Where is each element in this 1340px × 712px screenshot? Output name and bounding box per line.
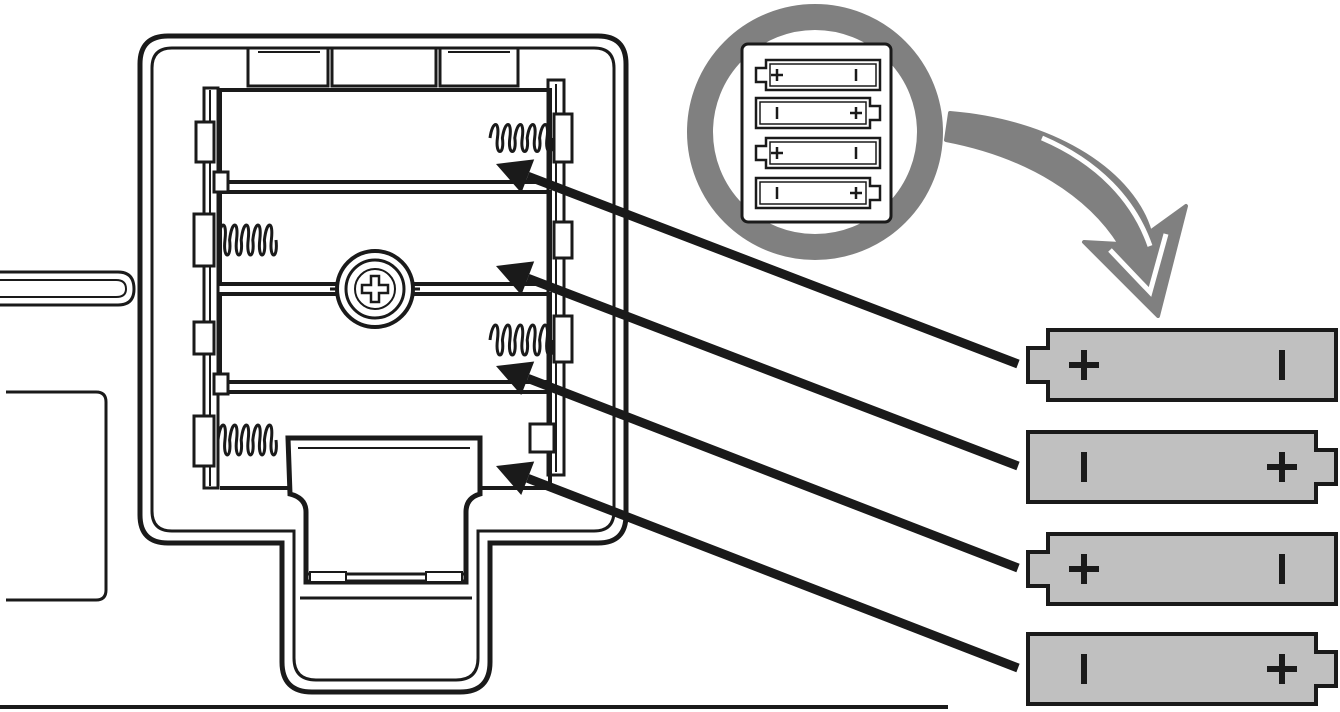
battery-set <box>1026 328 1338 706</box>
spring-icon <box>488 323 554 357</box>
guide-battery-1 <box>754 58 882 92</box>
insertion-arrows <box>496 159 1020 673</box>
battery-1 <box>1026 328 1338 402</box>
arrow-icon <box>496 261 1020 471</box>
battery-1-left-terminal <box>1069 350 1099 380</box>
guide-battery-1-left-terminal <box>771 69 783 81</box>
spring-icon <box>488 123 554 153</box>
arrow-icon <box>496 361 1020 573</box>
guide-battery-3-left-terminal <box>771 147 783 159</box>
battery-4-right-terminal <box>1267 654 1297 684</box>
spring-contacts <box>216 123 554 457</box>
battery-3 <box>1026 532 1338 606</box>
curved-arrow-icon <box>944 111 1188 318</box>
arrow-icon <box>496 461 1020 673</box>
contact-plates <box>192 112 574 468</box>
guide-battery-4 <box>754 176 882 210</box>
arrow-icon <box>496 159 1020 369</box>
battery-3-left-terminal <box>1069 554 1099 584</box>
guide-battery-2-right-terminal <box>850 107 862 119</box>
guide-battery-3 <box>754 136 882 170</box>
spring-icon <box>216 423 278 457</box>
polarity-guide <box>687 4 943 260</box>
screw-icon <box>330 249 420 329</box>
battery-2 <box>1026 430 1338 504</box>
guide-battery-4-right-terminal <box>850 187 862 199</box>
spring-icon <box>216 223 278 257</box>
finger-notch <box>285 435 483 600</box>
device-body-left <box>0 270 136 602</box>
battery-2-right-terminal <box>1267 452 1297 482</box>
guide-battery-2 <box>754 96 882 130</box>
battery-slot-1 <box>218 88 552 184</box>
battery-4 <box>1026 632 1338 706</box>
